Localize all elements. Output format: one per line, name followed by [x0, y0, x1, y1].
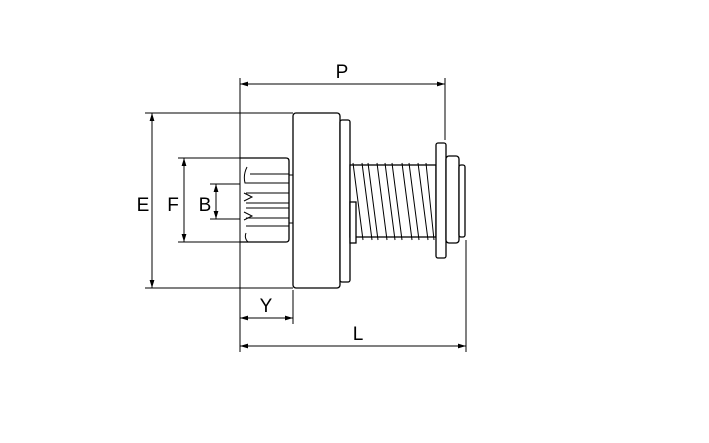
dimension-p: P: [240, 62, 445, 87]
dimension-l: L: [240, 324, 466, 349]
dimension-e: E: [137, 113, 155, 288]
clutch-body: [292, 112, 351, 289]
dimension-f: F: [167, 158, 187, 242]
label-f: F: [167, 195, 179, 216]
label-b: B: [199, 195, 212, 216]
washer-and-cap: [435, 142, 466, 259]
label-l: L: [353, 324, 364, 345]
label-y: Y: [260, 296, 273, 317]
pinion-gear: [240, 157, 293, 243]
label-e: E: [137, 195, 150, 216]
dimension-b: B: [199, 184, 219, 219]
dimension-y: Y: [240, 296, 293, 321]
label-p: P: [336, 62, 349, 83]
shaft-and-spring: [349, 162, 437, 244]
